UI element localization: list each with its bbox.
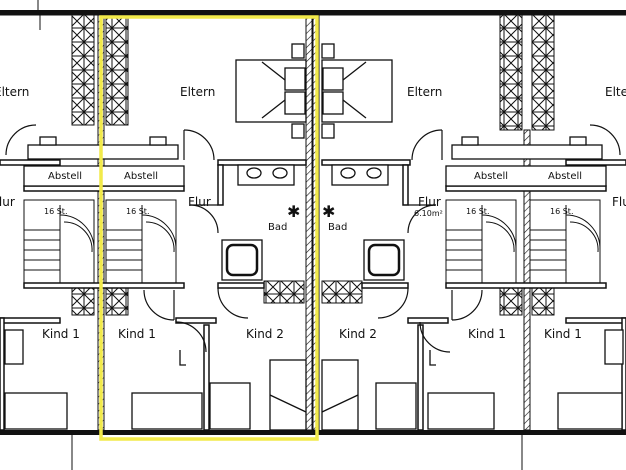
room-label-flur-4: Flur (612, 195, 626, 209)
column-yellow-left-lower (105, 284, 129, 316)
column-right-b (531, 14, 555, 131)
column-right-b-lower (531, 284, 555, 316)
svg-text:✱: ✱ (287, 202, 300, 221)
room-label-flur-2: Flur (188, 195, 211, 209)
flur-area-label: 6.10m² (414, 209, 443, 218)
stair-label-2: 16 St. (126, 207, 150, 216)
room-label-abstell-3: Abstell (474, 171, 509, 182)
room-label-kind1-c: Kind 1 (468, 327, 506, 341)
room-label-abstell-2: Abstell (124, 171, 159, 182)
stairs (23, 199, 601, 284)
center-chase-left (263, 280, 305, 304)
room-label-abstell-4: Abstell (548, 171, 583, 182)
room-label-kind2-b: Kind 2 (339, 327, 377, 341)
column-yellow-left (105, 14, 129, 126)
room-label-bad-2: Bad (328, 222, 348, 233)
column-right-a-lower (499, 284, 523, 316)
room-label-flur-3: Flur (418, 195, 441, 209)
column-left-lower (71, 284, 95, 316)
room-label-eltern-center: Eltern (180, 85, 216, 99)
stair-label-4: 16 St. (550, 207, 574, 216)
vent-stars: ✱ ✱ (287, 202, 335, 221)
room-label-kind1-d: Kind 1 (544, 327, 582, 341)
column-left (71, 14, 95, 126)
room-label-abstell-1: Abstell (48, 171, 83, 182)
top-ticks (37, 0, 523, 470)
interior-walls (0, 159, 626, 431)
door-swings (5, 124, 621, 353)
storage-counters (23, 136, 607, 187)
svg-text:✱: ✱ (322, 202, 335, 221)
center-chase-right (321, 280, 363, 304)
stair-label-3: 16 St. (466, 207, 490, 216)
stair-label-1: 16 St. (44, 207, 68, 216)
room-label-kind1-b: Kind 1 (118, 327, 156, 341)
room-label-kind2-a: Kind 2 (246, 327, 284, 341)
room-label-flur-1: Flur (0, 195, 15, 209)
column-right-a (499, 14, 523, 131)
room-label-eltern-right: Eltern (407, 85, 443, 99)
room-label-eltern-left: Eltern (0, 85, 30, 99)
double-beds (235, 43, 393, 139)
room-label-kind1-a: Kind 1 (42, 327, 80, 341)
selected-unit-highlight (99, 15, 319, 441)
kind-furniture (4, 329, 624, 431)
room-label-bad-1: Bad (268, 222, 288, 233)
bathroom-fixtures (221, 164, 405, 281)
room-label-eltern-far-right: Eltern (605, 85, 626, 99)
